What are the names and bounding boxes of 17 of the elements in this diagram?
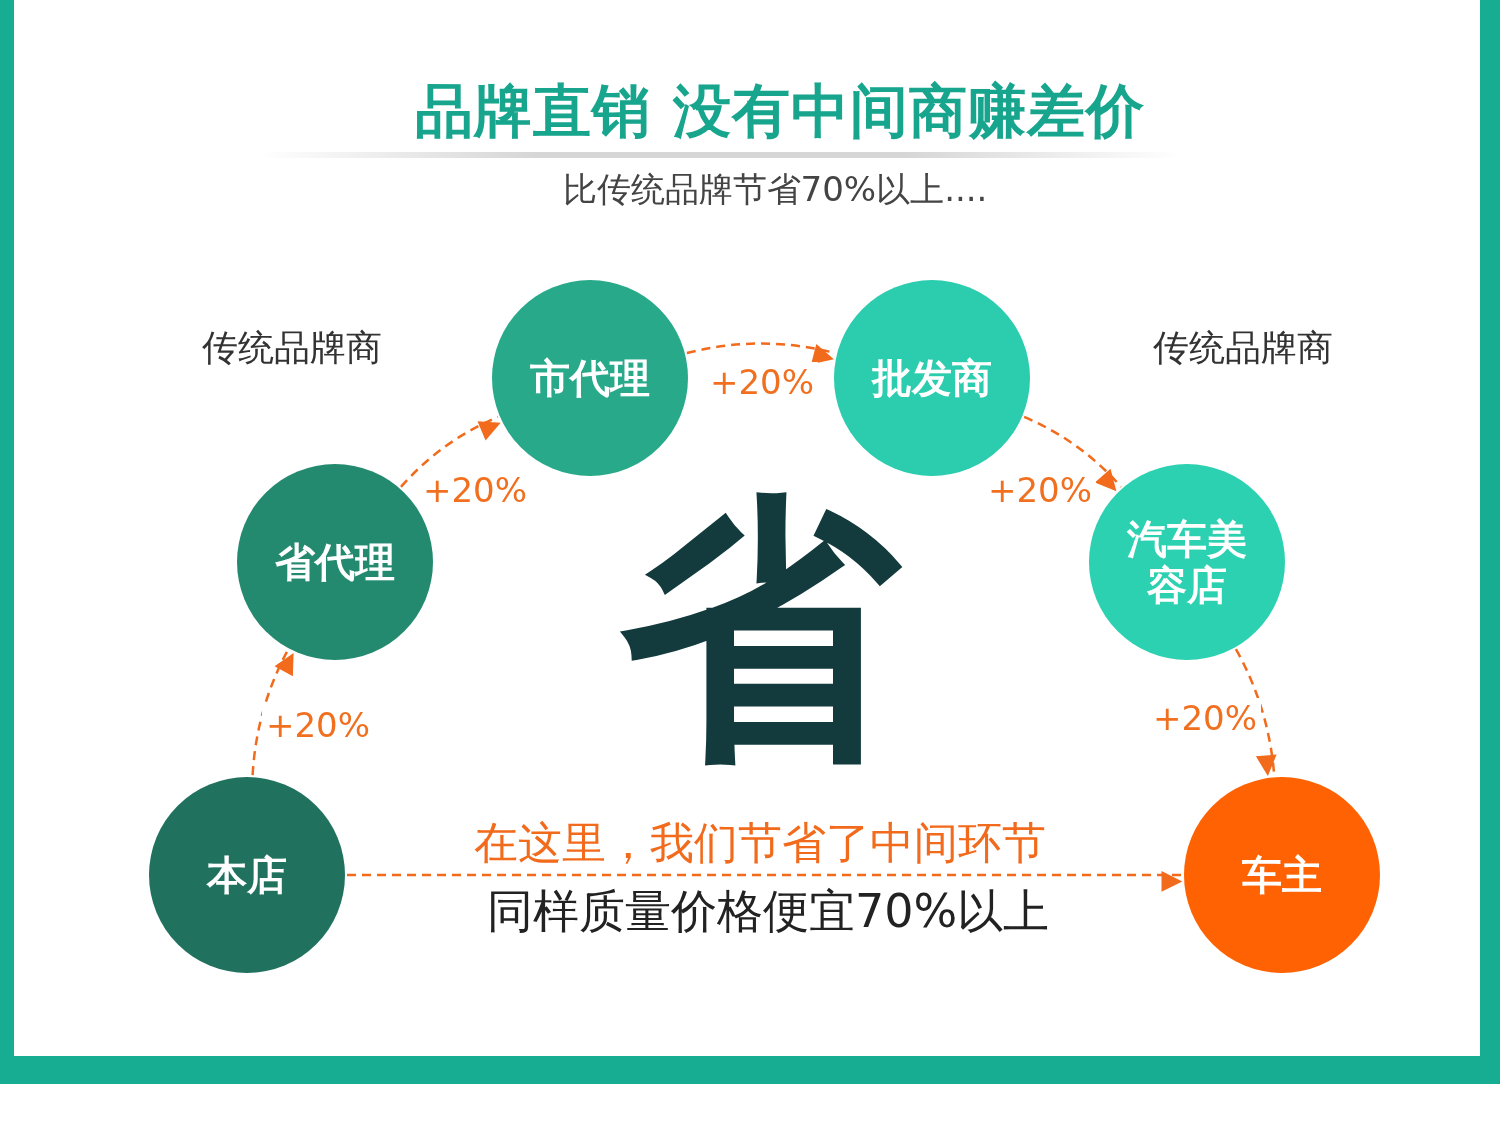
circle-node: 批发商 [834, 280, 1030, 476]
circle-node: 车主 [1184, 777, 1380, 973]
subtitle: 比传统品牌节省70%以上.... [562, 168, 988, 211]
side-label: 传统品牌商 [1153, 325, 1333, 370]
arrow [686, 342, 836, 365]
note-text: 同样质量价格便宜70%以上 [486, 883, 1050, 940]
arrow [1234, 648, 1277, 777]
side-label: 传统品牌商 [202, 325, 382, 370]
big-character: 省 [620, 490, 900, 770]
arrow [251, 649, 294, 776]
circle-node: 本店 [149, 777, 345, 973]
circle-node: 市代理 [492, 280, 688, 476]
edge-label: 在这里，我们节省了中间环节 [473, 815, 1047, 870]
title: 品牌直销 没有中间商赚差价 [415, 76, 1145, 147]
arrow [400, 415, 501, 488]
circle-node: 汽车美容店 [1089, 464, 1285, 660]
arrow [347, 871, 1183, 892]
